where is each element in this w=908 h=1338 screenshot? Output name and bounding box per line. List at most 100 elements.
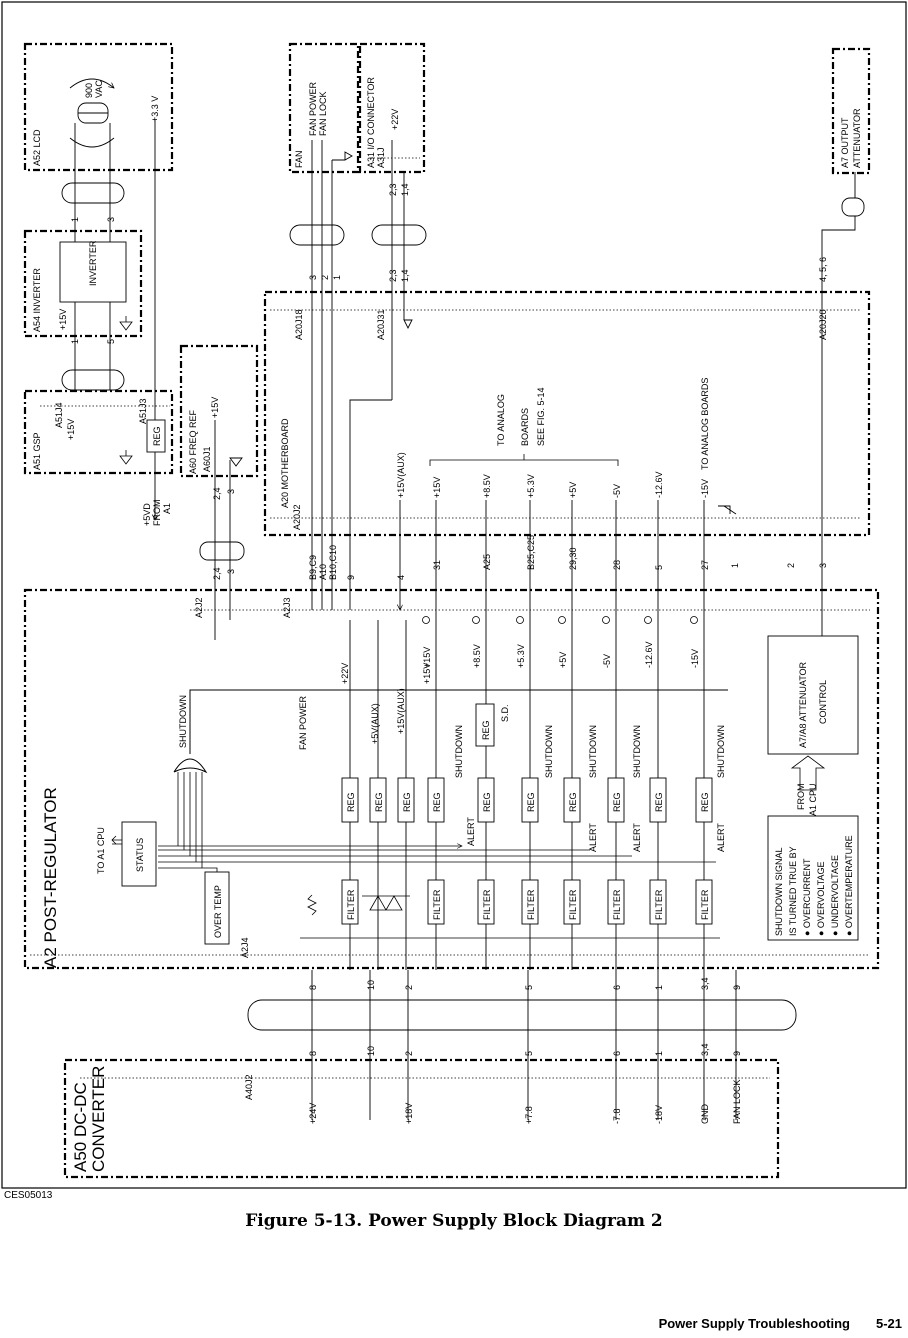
- rail-reg-3: [563, 777, 581, 823]
- vac-label: VAC: [94, 80, 104, 98]
- legend-overcurrent: ● OVERCURRENT: [802, 858, 812, 936]
- from-a1-cpu-1: FROM: [796, 784, 806, 811]
- conv-pin-top-5: 1: [654, 985, 664, 990]
- rail-filter-4: [607, 879, 625, 925]
- rail-reg-5: [649, 777, 667, 823]
- a2-rail-voltage-4: -5V: [602, 654, 612, 668]
- mb-rail-label-5: -12.6V: [654, 471, 664, 498]
- rail-filter-6: [695, 879, 713, 925]
- to-a1-cpu-label: TO A1 CPU: [96, 827, 106, 874]
- conv-pin-bottom-5: 1: [654, 1051, 664, 1056]
- alert-tag-1: ALERT: [588, 823, 598, 852]
- a1-label: A1: [162, 503, 172, 514]
- over-temp-text: OVER TEMP: [213, 885, 223, 938]
- vac-900: 900: [84, 83, 94, 98]
- see-fig-label: SEE FIG. 5-14: [536, 387, 546, 446]
- a31-label: A31 I/O CONNECTOR: [366, 77, 376, 168]
- mb-pins-14: 1,4: [400, 269, 410, 282]
- conv-pin-bottom-1: 10: [366, 1046, 376, 1056]
- conv-label-5: -18V: [654, 1105, 664, 1124]
- p5vd-label: +5VD: [142, 503, 152, 526]
- rail-reg-4: [607, 777, 625, 823]
- conv-pin-bottom-4: 6: [612, 1051, 622, 1056]
- mb-rail-label-3: +5V: [568, 482, 578, 498]
- pin-1-inv: 1: [70, 339, 80, 344]
- a2-rail-voltage-3: +5V: [558, 652, 568, 668]
- conv-pin-bottom-2: 2: [404, 1051, 414, 1056]
- inverter-block: [59, 241, 127, 303]
- atten-text-1: A7/A8 ATTENUATOR: [798, 661, 808, 748]
- reg-sd-text: REG: [481, 720, 491, 740]
- p5v-aux-label: +5V(AUX): [370, 703, 380, 744]
- from-label: FROM: [152, 500, 162, 527]
- conv-label-3: +7.8: [524, 1106, 534, 1124]
- a2-rail-voltage-1: +8.5V: [472, 644, 482, 668]
- test-point-3: [558, 616, 566, 624]
- a2-reg-layer: +15V REG FILTER +8.5V REG FILTER +5.3V REG FILTE…: [300, 616, 726, 970]
- test-point-0: [422, 616, 430, 624]
- a2j2-label: A2J2: [194, 597, 204, 618]
- a51-label: A51 GSP: [32, 432, 42, 470]
- pins-3-a60: 3: [226, 489, 236, 494]
- conv-pin-top-1: 10: [366, 980, 376, 990]
- a2-rail-voltage-5: -12.6V: [644, 641, 654, 668]
- rail-reg-0: [427, 777, 445, 823]
- test-point-4: [602, 616, 610, 624]
- a31j-label: A31J: [376, 147, 386, 168]
- reg-15v-aux-text: REG: [402, 792, 412, 812]
- conv-pin-top-0: 8: [308, 985, 318, 990]
- filter-22v: [341, 879, 359, 925]
- mb-right-pin-1: 2: [786, 563, 796, 568]
- a31-p22v: +22V: [390, 109, 400, 130]
- to-analog-label: TO ANALOG: [496, 394, 506, 446]
- conv-pin-top-4: 6: [612, 985, 622, 990]
- shutdown-main: SHUTDOWN: [178, 695, 188, 748]
- pins-24-a60: 2,4: [212, 487, 222, 500]
- a31-io-box: [358, 42, 426, 174]
- conv-pin-top-6: 3,4: [700, 977, 710, 990]
- fan-lock-label: FAN LOCK: [318, 91, 328, 136]
- rail-filter-1: [477, 879, 495, 925]
- a20-label: A20 MOTHERBOARD: [280, 418, 290, 508]
- pins-3-a2: 3: [226, 569, 236, 574]
- rail-filter-text-3: FILTER: [568, 889, 578, 920]
- a51-reg-text: REG: [152, 426, 162, 446]
- shutdown-tag-3: SHUTDOWN: [632, 725, 642, 778]
- reg-22v: [341, 777, 359, 823]
- rail-filter-text-5: FILTER: [654, 889, 664, 920]
- conv-label-4: -7.8: [612, 1108, 622, 1124]
- a20-motherboard-box: [263, 290, 871, 537]
- a2-label: A2 POST-REGULATOR: [41, 787, 60, 968]
- filter-22v-text: FILTER: [346, 889, 356, 920]
- a60-freq-ref-box: [179, 344, 259, 478]
- mb-pins-23: 2,3: [388, 269, 398, 282]
- outer-frame: [1, 1, 907, 1189]
- alert-tag-0: ALERT: [466, 817, 476, 846]
- a50-label-1: A50 DC-DC: [71, 1082, 90, 1172]
- rail-filter-2: [521, 879, 539, 925]
- conv-label-6: GND: [700, 1104, 710, 1125]
- conv-pin-bottom-6: 3,4: [700, 1043, 710, 1056]
- a2-rail-voltage-0: +15V: [422, 647, 432, 668]
- rail-filter-text-6: FILTER: [700, 889, 710, 920]
- v33-label: +3.3 V: [150, 96, 160, 122]
- rail-reg-text-0: REG: [432, 792, 442, 812]
- mb-rail-pin-3: 29,30: [568, 547, 578, 570]
- a60-label: A60 FREQ REF: [188, 409, 198, 474]
- test-point-6: [690, 616, 698, 624]
- mb-rail-label-4: -5V: [612, 484, 622, 498]
- a2-rail-voltage-6: -15V: [690, 649, 700, 668]
- conv-pin-bottom-3: 5: [524, 1051, 534, 1056]
- a2-p15v-b: +15V: [422, 663, 432, 684]
- boards-label: BOARDS: [520, 408, 530, 446]
- reg-5v-aux: [369, 777, 387, 823]
- rail-reg-2: [521, 777, 539, 823]
- conv-pin-top-3: 5: [524, 985, 534, 990]
- rail-filter-0: [427, 879, 445, 925]
- to-analog-boards-label: TO ANALOG BOARDS: [700, 378, 710, 470]
- test-point-2: [516, 616, 524, 624]
- mb-left-pin-3: 9: [346, 575, 356, 580]
- a2-rail-voltage-2: +5.3V: [516, 644, 526, 668]
- a2-p22v: +22V: [340, 663, 350, 684]
- a7-output-box: [831, 47, 871, 175]
